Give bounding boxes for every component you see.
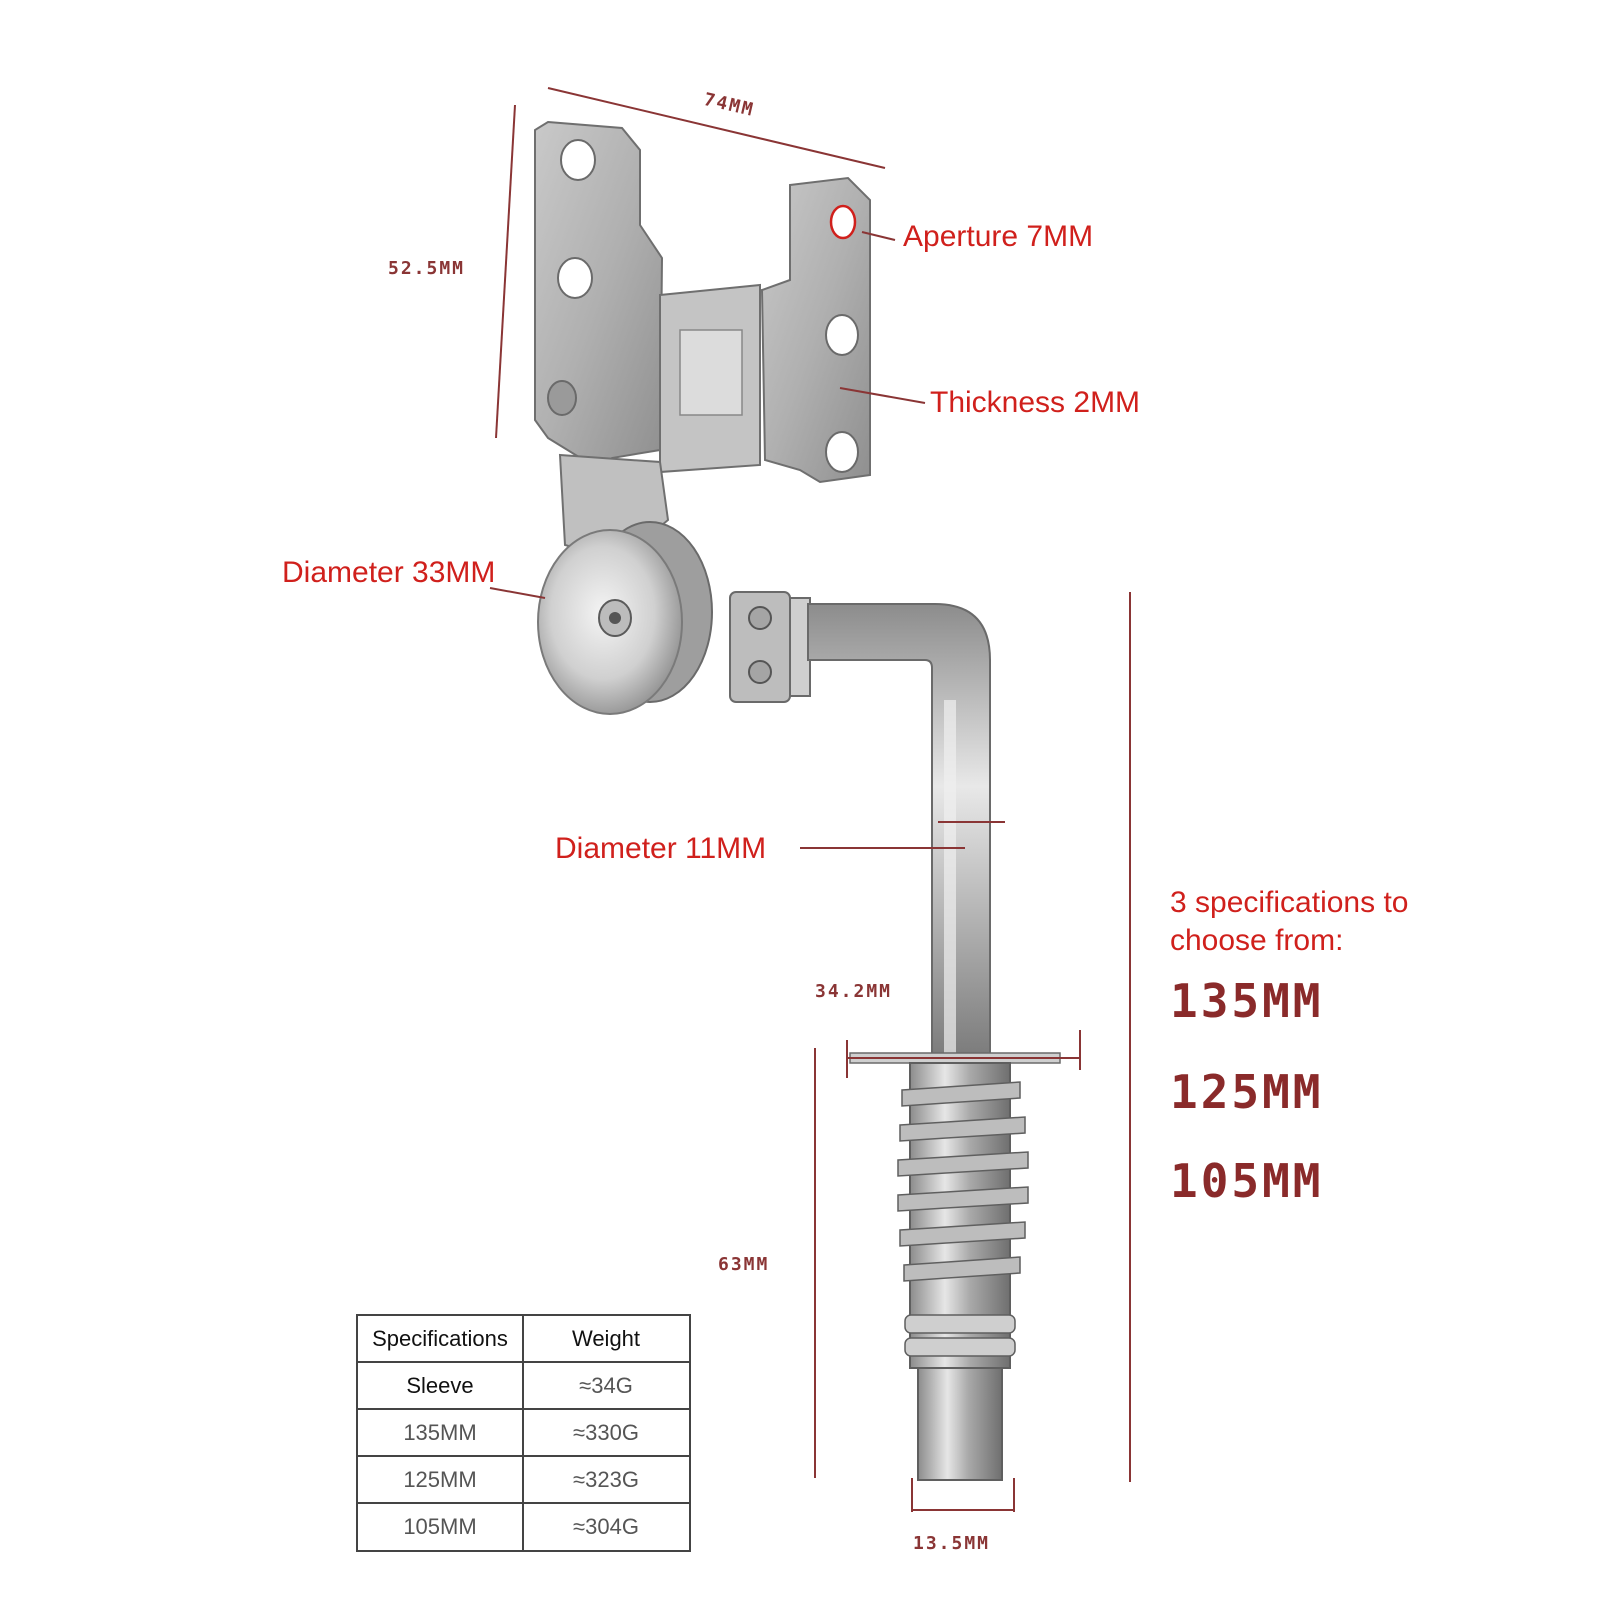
leader-aperture (861, 231, 896, 241)
dim-label-tube-bottom: 13.5MM (913, 1533, 990, 1554)
dim-line-height-bracket (495, 104, 516, 439)
table-cell-spec: 135MM (403, 1420, 476, 1445)
mounting-hole (547, 380, 577, 416)
disc-center-hole (609, 612, 621, 624)
table-cell-weight: ≈34G (579, 1373, 633, 1398)
dim-label-width-top: 74MM (702, 89, 757, 121)
mounting-hole (825, 314, 859, 356)
leader-thickness (839, 387, 926, 404)
callout-rod-diameter: Diameter 11MM (555, 832, 766, 865)
table-cell-weight: ≈330G (573, 1420, 639, 1445)
sleeve-ring (904, 1314, 1016, 1334)
weight-table: Specifications Weight Sleeve ≈34G 135MM … (356, 1314, 691, 1552)
left-mounting-plate (534, 120, 664, 472)
table-cell-weight: ≈304G (573, 1514, 639, 1539)
spec-option: 135MM (1170, 974, 1323, 1028)
spec-option: 125MM (1170, 1065, 1323, 1119)
dim-line-width-top (547, 87, 886, 169)
leader-disc-diameter (489, 587, 546, 599)
callout-leaders (489, 231, 965, 849)
mounting-hole (560, 139, 596, 181)
rod-vertical-shine (944, 700, 956, 1060)
sleeve-ring (904, 1337, 1016, 1357)
sleeve-threads (897, 1081, 1029, 1282)
aperture-hole (829, 204, 857, 240)
dim-label-height-bracket: 52.5MM (388, 258, 465, 279)
dim-label-flange: 34.2MM (815, 981, 892, 1002)
table-cell-weight: ≈323G (573, 1467, 639, 1492)
spec-heading-line2: choose from: (1170, 924, 1343, 957)
table-header-weight: Weight (572, 1326, 640, 1351)
bracket-window (679, 329, 743, 416)
callout-aperture: Aperture 7MM (903, 220, 1093, 253)
dimension-lines (495, 87, 1131, 1512)
mounting-hole (557, 257, 593, 299)
bolt-icon (748, 606, 772, 630)
callout-disc-diameter: Diameter 33MM (282, 556, 495, 589)
spec-option: 105MM (1170, 1154, 1323, 1208)
dim-label-sleeve-length: 63MM (718, 1254, 769, 1275)
bottom-tube (917, 1367, 1003, 1481)
table-header-spec: Specifications (372, 1326, 508, 1351)
table-cell-spec: Sleeve (406, 1373, 473, 1398)
table-cell-spec: 125MM (403, 1467, 476, 1492)
callout-thickness: Thickness 2MM (930, 386, 1140, 419)
hinge-product (534, 120, 1061, 1481)
right-mounting-plate (760, 176, 871, 484)
mounting-hole (825, 431, 859, 473)
bolt-icon (748, 660, 772, 684)
table-cell-spec: 105MM (403, 1514, 476, 1539)
spec-heading-line1: 3 specifications to (1170, 886, 1408, 919)
